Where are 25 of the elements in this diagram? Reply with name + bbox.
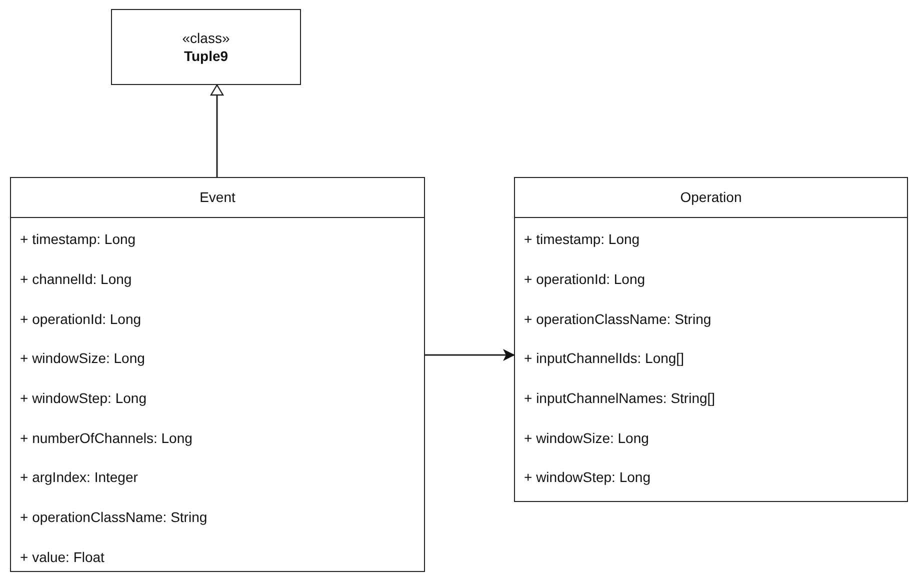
class-box	[111, 9, 301, 85]
attribute-text: + argIndex: Integer	[20, 468, 138, 488]
attribute-text: + windowSize: Long	[524, 428, 649, 448]
attribute-text: + inputChannelNames: String[]	[524, 389, 716, 408]
arrow	[210, 84, 224, 177]
class-box	[514, 177, 908, 502]
attribute-text: + windowStep: Long	[524, 468, 650, 488]
class-name: Operation	[680, 188, 742, 207]
stereotype-label: «class»	[182, 29, 230, 47]
attribute-text: + timestamp: Long	[524, 230, 640, 250]
attribute-text: + operationId: Long	[20, 310, 142, 329]
attribute-text: + numberOfChannels: Long	[20, 428, 192, 448]
class-box	[10, 177, 425, 572]
attribute-text: + inputChannelIds: Long[]	[524, 349, 684, 368]
attribute-text: + channelId: Long	[20, 270, 132, 290]
arrow	[425, 349, 515, 361]
attribute-text: + operationClassName: String	[524, 310, 712, 329]
class-name: Event	[200, 188, 236, 207]
attribute-text: + value: Float	[20, 548, 104, 567]
attribute-text: + operationClassName: String	[20, 508, 208, 528]
class-name: Tuple9	[184, 47, 228, 65]
attribute-text: + windowSize: Long	[20, 349, 145, 368]
attribute-text: + timestamp: Long	[20, 230, 136, 250]
attribute-text: + operationId: Long	[524, 270, 646, 290]
attribute-text: + windowStep: Long	[20, 389, 146, 408]
